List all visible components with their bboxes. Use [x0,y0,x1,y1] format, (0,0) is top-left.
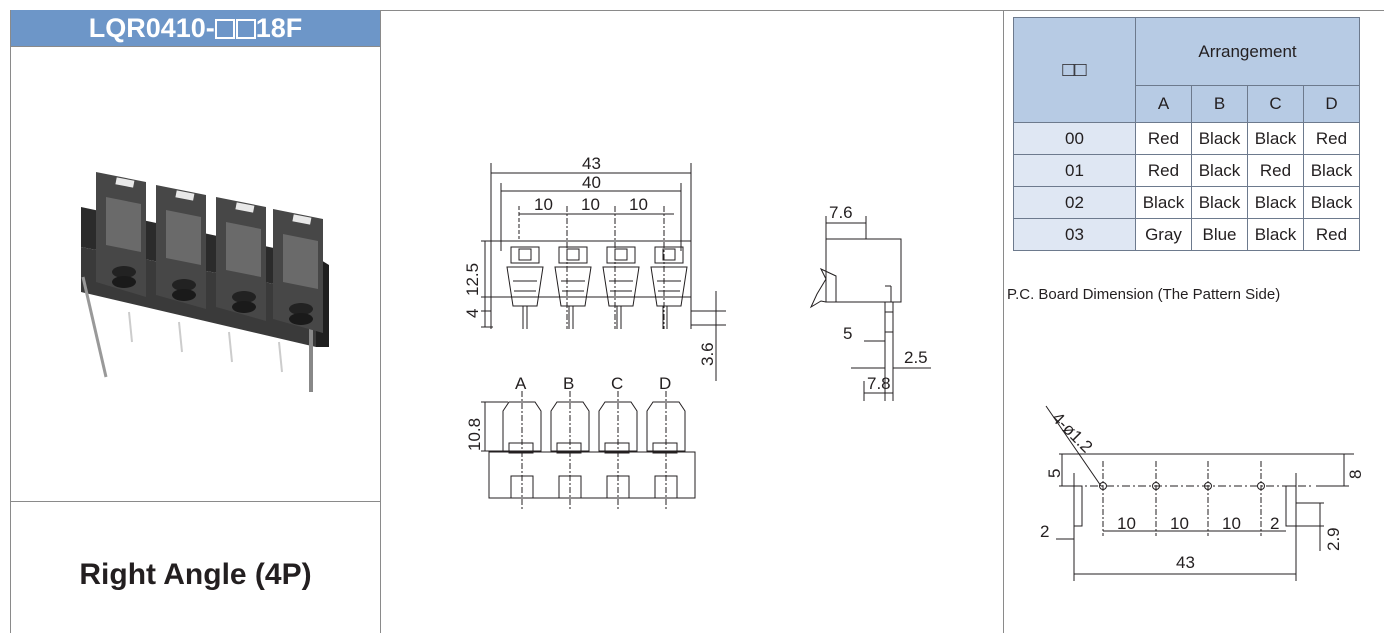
part-number-prefix: LQR0410- [88,13,215,43]
arrangement-header: Arrangement [1135,17,1360,86]
specs-column: □□ Arrangement A B C D 00 Red Black Blac… [1003,10,1384,633]
cell-color: Black [1303,186,1360,219]
table-row: 00 Red Black Black Red [1013,122,1360,155]
pcb-hole-label: 4-ø1.2 [1048,408,1096,456]
pcb-dim-10a: 10 [1117,514,1136,533]
pcb-dim-43: 43 [1176,553,1195,572]
cell-color: Black [1247,186,1304,219]
terminal-cell [156,185,206,309]
side-dim-7-8: 7.8 [867,374,891,393]
drawing-canvas: 43 40 10 10 10 12.5 4 3.6 7.6 5 2.5 7.8 … [463,154,931,511]
cell-color: Black [1191,122,1248,155]
cell-color: Black [1135,186,1192,219]
cell-color: Red [1303,218,1360,251]
pcb-dim-2b: 2 [1270,514,1279,533]
col-header-c: C [1247,85,1304,123]
pcb-dim-10c: 10 [1222,514,1241,533]
bottom-label-b: B [563,374,574,393]
cell-color: Red [1135,154,1192,187]
side-dim-5: 5 [843,324,852,343]
cell-color: Black [1247,218,1304,251]
pcb-drawing: 4-ø1.2 5 8 2 10 10 10 2 2.9 43 [1040,405,1365,581]
side-dim-7-6: 7.6 [829,203,853,222]
bottom-view [481,391,696,511]
terminal-cell [96,172,146,297]
box-placeholder-1 [214,19,235,39]
cell-color: Red [1303,122,1360,155]
row-code: 01 [1013,154,1136,187]
pcb-dim-2-9: 2.9 [1324,527,1343,551]
front-dim-12-5: 12.5 [463,263,482,296]
cell-color: Blue [1191,218,1248,251]
arrangement-table: □□ Arrangement A B C D 00 Red Black Blac… [1013,17,1360,251]
connector-photo-illustration [81,172,329,392]
col-header-a: A [1135,85,1192,123]
col-header-b: B [1191,85,1248,123]
front-dim-40: 40 [582,173,601,192]
table-row: 01 Red Black Red Black [1013,154,1360,187]
code-header: □□ [1013,17,1136,123]
pcb-dim-10b: 10 [1170,514,1189,533]
row-code: 00 [1013,122,1136,155]
box-placeholder-2 [235,19,256,39]
bottom-label-d: D [659,374,671,393]
pcb-caption: P.C. Board Dimension (The Pattern Side) [1007,286,1281,303]
cell-color: Gray [1135,218,1192,251]
row-code: 03 [1013,218,1136,251]
pcb-dim-2a: 2 [1040,522,1049,541]
cell-color: Black [1191,186,1248,219]
side-dim-2-5: 2.5 [904,348,928,367]
cell-color: Black [1191,154,1248,187]
product-photo [11,46,380,501]
front-dim-10a: 10 [534,195,553,214]
front-dim-10b: 10 [581,195,600,214]
dimension-drawings: 43 40 10 10 10 12.5 4 3.6 7.6 5 2.5 7.8 … [381,10,1003,633]
cell-color: Black [1247,122,1304,155]
front-view [481,163,726,381]
table-row: 02 Black Black Black Black [1013,186,1360,219]
part-number-title: LQR0410- 18F [11,10,380,46]
cell-color: Black [1303,154,1360,187]
terminal-cell [273,209,323,333]
front-dim-43: 43 [582,154,601,173]
front-dim-10c: 10 [629,195,648,214]
cell-color: Red [1247,154,1304,187]
bottom-dim-10-8: 10.8 [465,418,484,451]
connector-type-label: Right Angle (4P) [79,558,312,591]
front-dim-4: 4 [463,309,482,318]
cell-color: Red [1135,122,1192,155]
table-row: 03 Gray Blue Black Red [1013,218,1360,251]
bottom-label-c: C [611,374,623,393]
bottom-label-a: A [515,374,527,393]
col-header-d: D [1303,85,1360,123]
row-code: 02 [1013,186,1136,219]
part-number-suffix: 18F [255,13,303,43]
pcb-dim-8: 8 [1346,470,1365,479]
terminal-cell [216,197,266,321]
side-view [809,216,931,401]
front-dim-3-6: 3.6 [698,342,717,366]
pcb-dim-5: 5 [1045,469,1064,478]
product-column: LQR0410- 18F [10,10,381,633]
type-cell: Right Angle (4P) [11,501,380,633]
